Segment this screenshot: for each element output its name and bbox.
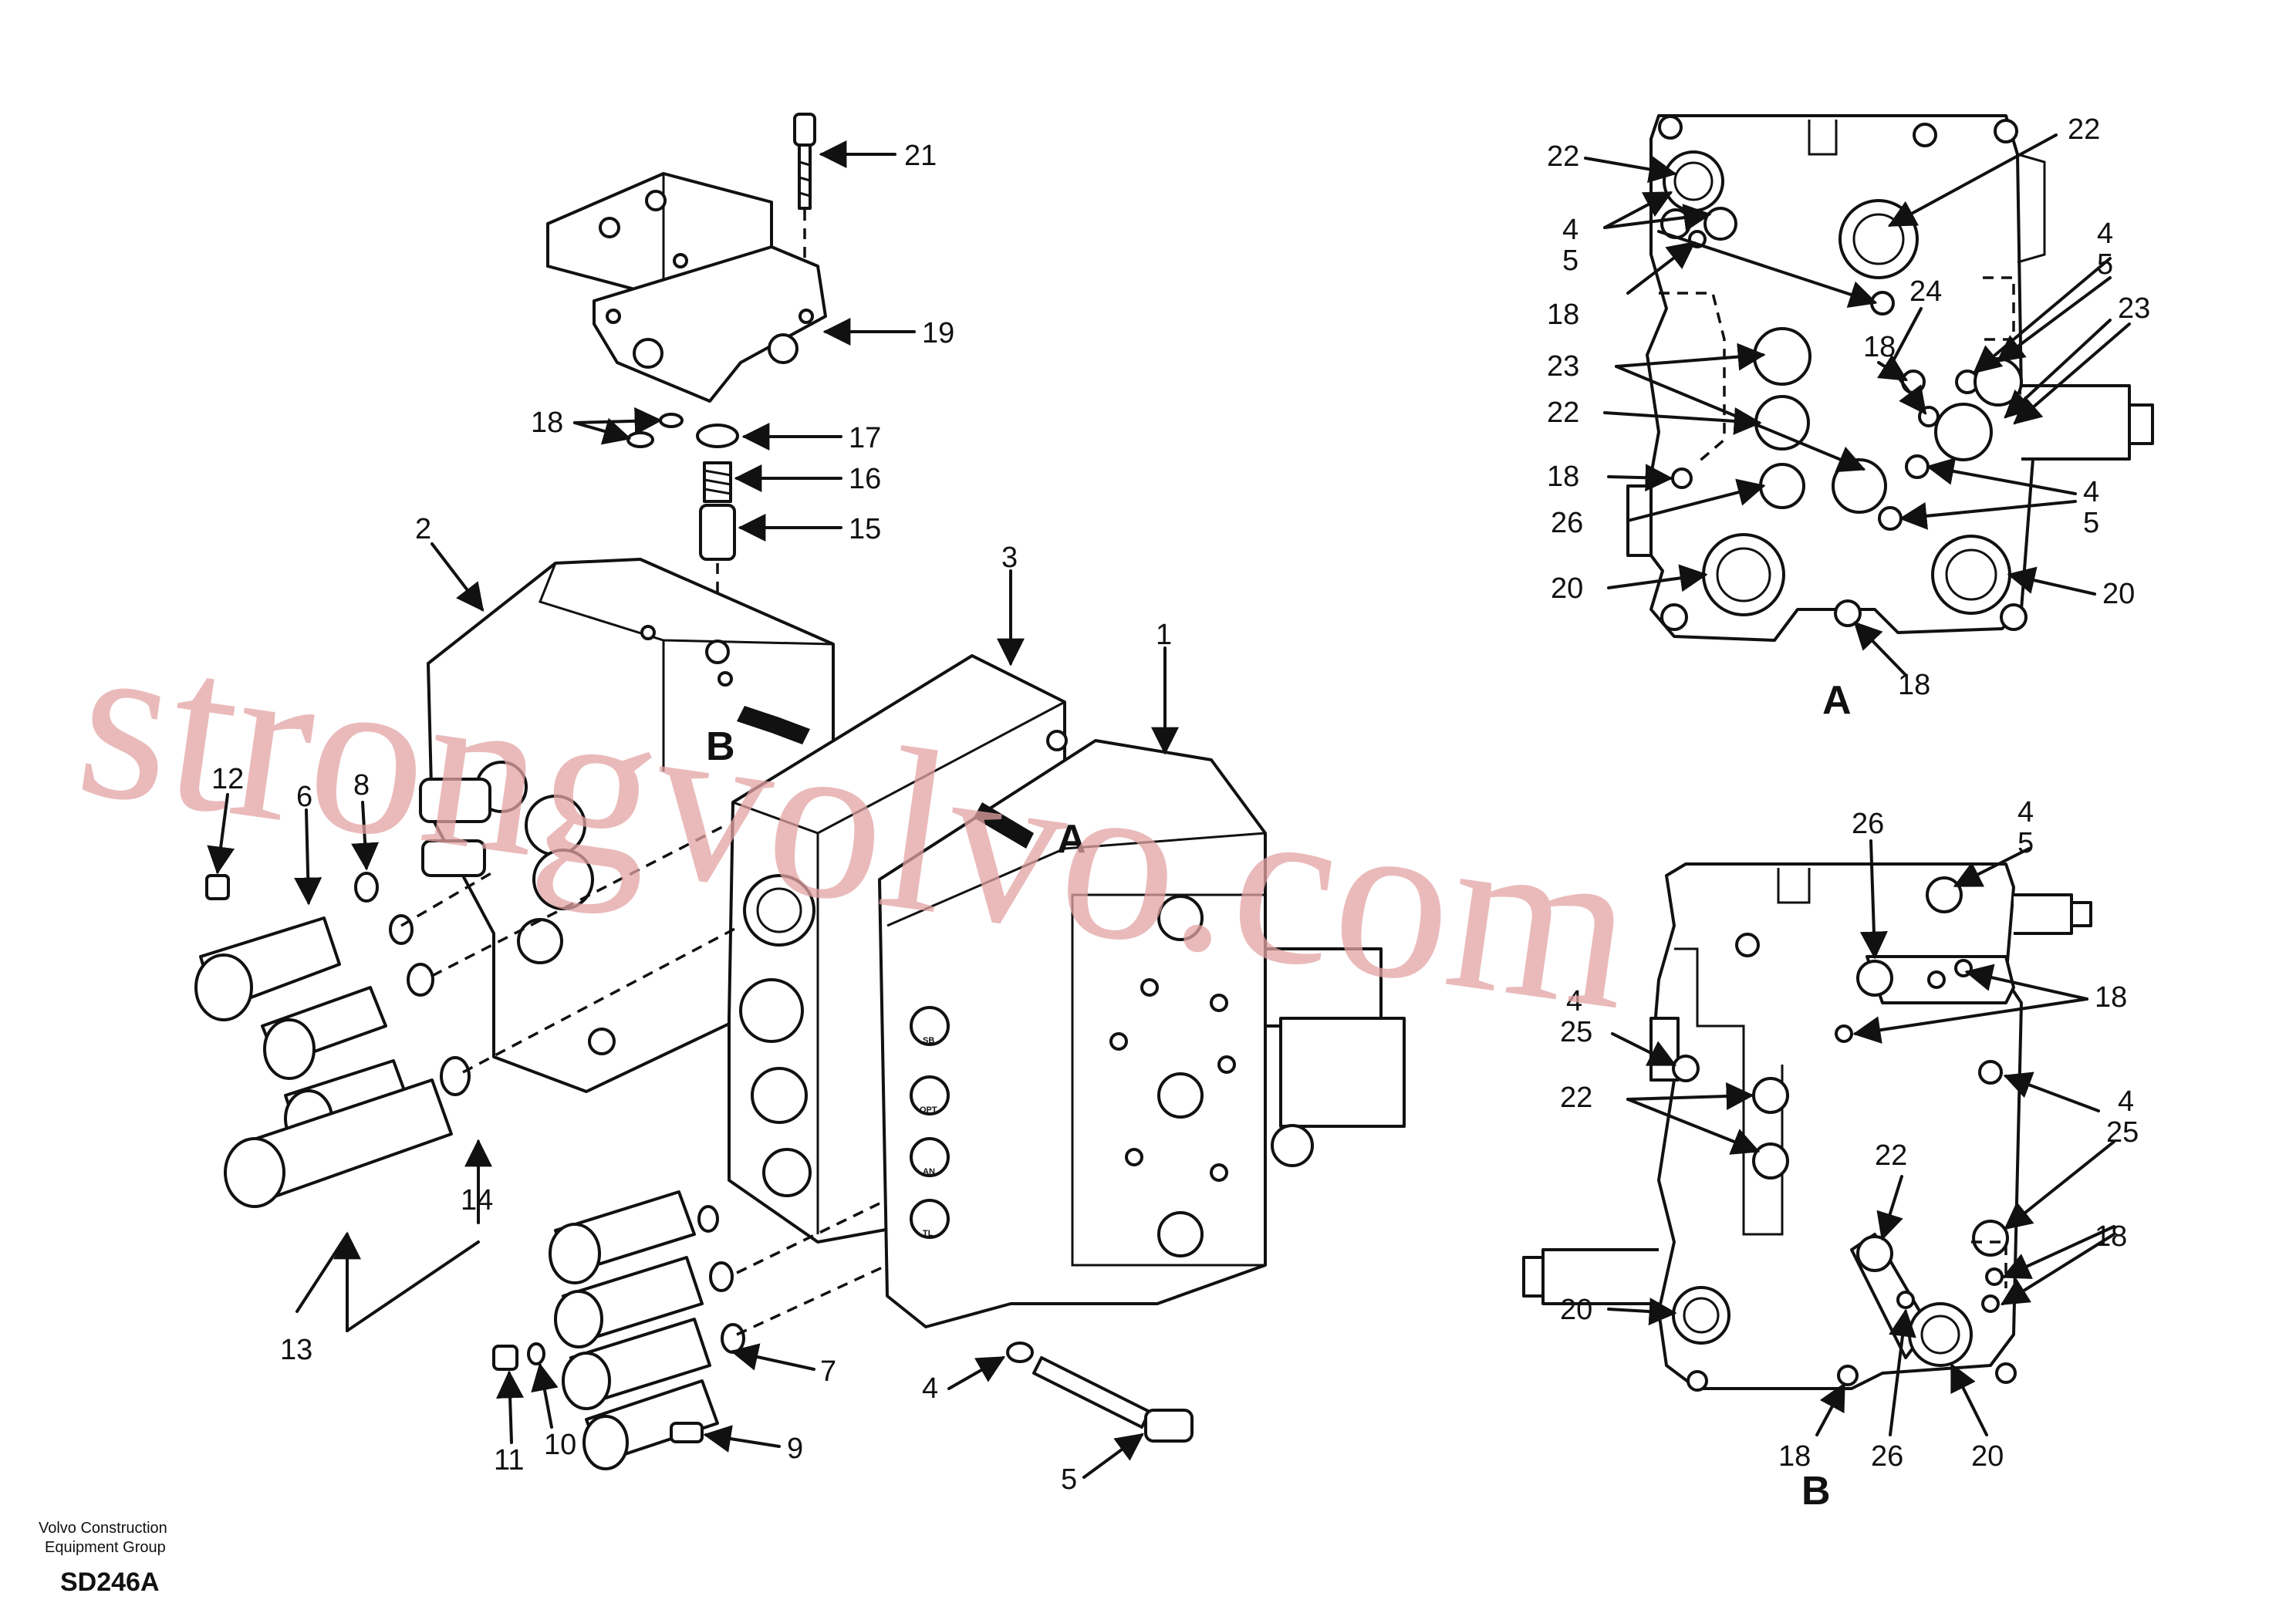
- callout-5: 5: [1061, 1463, 1077, 1496]
- valve-body-1: [878, 739, 1406, 1328]
- callout-16: 16: [849, 463, 881, 495]
- view-b-label-26: 26: [1871, 1440, 1903, 1473]
- callout-13: 13: [280, 1334, 312, 1366]
- callout-18: 18: [531, 407, 563, 439]
- callout-21: 21: [904, 140, 937, 172]
- view-b-labels: 26 4 5 18 4 25 22 4 25 22 18 20 18 26 20: [1560, 796, 2139, 1473]
- callout-10: 10: [544, 1429, 576, 1461]
- callout-12: 12: [211, 763, 244, 795]
- footer-company-line2: Equipment Group: [45, 1539, 166, 1556]
- view-a-label-20: 20: [1551, 572, 1583, 605]
- callout-numbers: 21 19 18 17 16 15 2 3 1 12 6 8 14 13 7 1…: [211, 140, 1172, 1496]
- callout-3: 3: [1001, 542, 1018, 574]
- callout-8: 8: [353, 769, 370, 802]
- spool-mark-opt: OPT: [920, 1105, 937, 1115]
- view-b-label-4: 4: [2017, 796, 2034, 829]
- view-a-label-22: 22: [1547, 140, 1579, 173]
- detail-view-a: 22 22 4 5 18 24 18 4 5 23 23 22 18 26 4 …: [1547, 113, 2154, 723]
- view-b-label-4: 4: [2118, 1085, 2134, 1118]
- exploded-view: SB OPT AN TL: [194, 113, 1406, 1496]
- spool-mark-sb: SB: [923, 1036, 934, 1045]
- view-a-label-5: 5: [1562, 245, 1578, 277]
- callout-14: 14: [461, 1184, 493, 1217]
- main-view-tag-a: A: [1057, 817, 1086, 862]
- callout-6: 6: [296, 781, 312, 813]
- callout-leaders: [207, 140, 1179, 1479]
- view-b-tag: B: [1801, 1469, 1831, 1514]
- view-b-label-22: 22: [1875, 1139, 1907, 1172]
- view-a-label-4: 4: [2097, 218, 2113, 250]
- view-b-label-26: 26: [1852, 808, 1884, 840]
- view-arrows: B A: [706, 706, 1086, 862]
- view-b-label-25: 25: [2106, 1116, 2139, 1149]
- view-a-label-4: 4: [1562, 214, 1578, 246]
- view-a-label-18: 18: [1863, 331, 1896, 363]
- view-a-label-26: 26: [1551, 507, 1583, 539]
- callout-2: 2: [415, 513, 431, 545]
- view-a-tag: A: [1822, 678, 1852, 723]
- tie-bolt-5: [1006, 1342, 1194, 1443]
- callout-19: 19: [922, 317, 954, 349]
- view-a-label-22: 22: [2068, 113, 2100, 146]
- view-a-leaders: [1584, 133, 2131, 677]
- left-solenoids: [194, 824, 741, 1208]
- footer: Volvo Construction Equipment Group SD246…: [39, 1520, 167, 1597]
- view-a-label-5: 5: [2097, 248, 2113, 281]
- cover-block-19: [546, 172, 827, 403]
- view-a-label-18: 18: [1898, 669, 1930, 701]
- view-a-label-18: 18: [1547, 299, 1579, 331]
- view-a-label-4: 4: [2083, 476, 2099, 508]
- view-a-label-5: 5: [2083, 507, 2099, 539]
- view-b-label-18: 18: [1778, 1440, 1811, 1473]
- view-b-label-18: 18: [2095, 1220, 2127, 1253]
- detail-view-b: 26 4 5 18 4 25 22 4 25 22 18 20 18 26 20…: [1522, 796, 2139, 1514]
- spool-mark-an: AN: [923, 1167, 935, 1176]
- view-a-label-18: 18: [1547, 461, 1579, 493]
- callout-7: 7: [820, 1355, 836, 1388]
- view-b-label-4: 4: [1566, 985, 1582, 1018]
- spool-marks: SB OPT AN TL: [920, 1036, 937, 1238]
- view-b-label-18: 18: [2095, 981, 2127, 1014]
- footer-company-line1: Volvo Construction: [39, 1520, 167, 1537]
- view-a-label-23: 23: [1547, 350, 1579, 383]
- view-b-label-20: 20: [1971, 1440, 2004, 1473]
- view-a-label-22: 22: [1547, 397, 1579, 429]
- view-b-label-22: 22: [1560, 1082, 1592, 1114]
- callout-15: 15: [849, 513, 881, 545]
- view-b-label-5: 5: [2017, 827, 2034, 859]
- callout-1: 1: [1156, 619, 1172, 651]
- view-a-labels: 22 22 4 5 18 24 18 4 5 23 23 22 18 26 4 …: [1547, 113, 2150, 701]
- main-view-tag-b: B: [706, 724, 735, 769]
- spool-mark-tl: TL: [923, 1229, 934, 1238]
- lower-solenoids: [492, 1190, 888, 1470]
- view-a-label-23: 23: [2118, 292, 2150, 325]
- view-b-label-25: 25: [1560, 1016, 1592, 1048]
- view-b-label-20: 20: [1560, 1294, 1592, 1326]
- callout-17: 17: [849, 422, 881, 454]
- callout-4: 4: [922, 1372, 938, 1405]
- view-b-leaders: [1607, 839, 2115, 1436]
- footer-drawing-code: SD246A: [60, 1568, 160, 1597]
- view-a-label-20: 20: [2102, 578, 2135, 610]
- callout-11: 11: [494, 1444, 524, 1477]
- view-a-label-24: 24: [1909, 275, 1942, 308]
- callout-9: 9: [787, 1433, 803, 1465]
